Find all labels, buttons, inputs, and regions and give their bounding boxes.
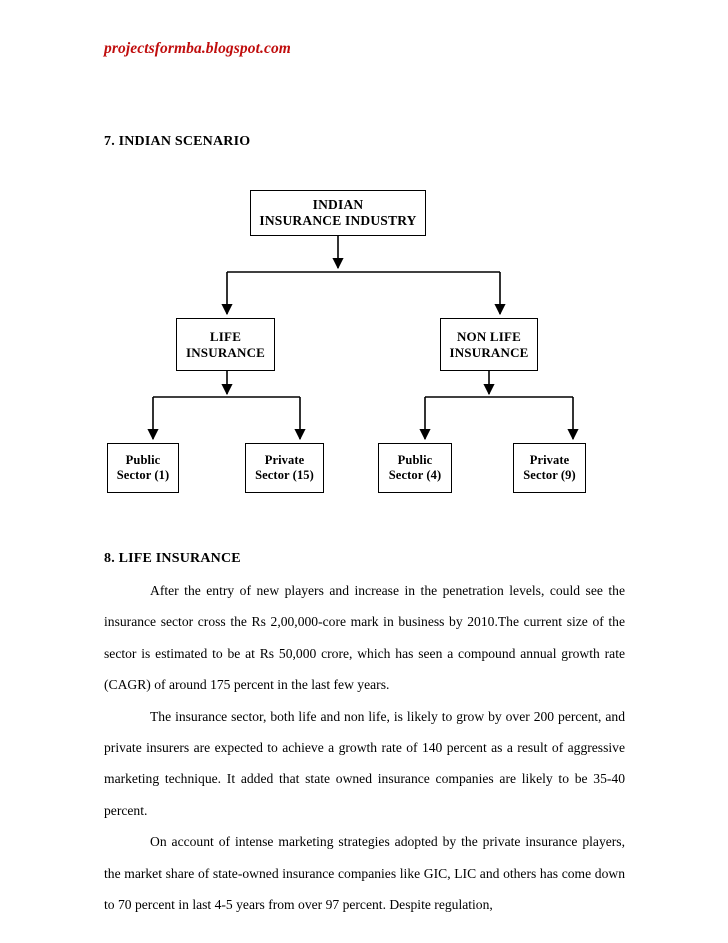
paragraph-3: On account of intense marketing strategi… [104, 834, 625, 913]
node-label-line2: Sector (1) [116, 468, 170, 482]
paragraph-2: The insurance sector, both life and non … [104, 708, 625, 818]
node-label-line2: INSURANCE [185, 344, 266, 360]
node-label-line1: Private [264, 453, 305, 468]
diagram-node-indian-insurance-industry: INDIAN INSURANCE INDUSTRY [250, 190, 426, 236]
node-label-line1: Private [529, 453, 570, 468]
diagram-connectors [147, 236, 579, 441]
diagram-node-life-public-sector: Public Sector (1) [107, 443, 179, 493]
node-label-line1: NON LIFE [456, 329, 522, 345]
node-label-line1: Public [397, 453, 433, 468]
node-label-line1: LIFE [209, 329, 242, 345]
section-heading-life-insurance: 8. LIFE INSURANCE [104, 551, 241, 566]
body-copy: After the entry of new players and incre… [104, 575, 625, 920]
node-label-line2: Sector (9) [523, 468, 576, 482]
node-label-line2: INSURANCE [449, 344, 529, 360]
diagram-node-non-life-insurance: NON LIFE INSURANCE [440, 318, 538, 371]
node-label-line2: INSURANCE INDUSTRY [259, 213, 417, 228]
site-watermark-header: projectsformba.blogspot.com [104, 40, 291, 57]
section-heading-indian-scenario: 7. INDIAN SCENARIO [104, 134, 251, 149]
node-label-line1: Public [125, 453, 161, 468]
paragraph-1: After the entry of new players and incre… [104, 583, 625, 693]
diagram-node-non-life-private-sector: Private Sector (9) [513, 443, 586, 493]
insurance-industry-diagram: INDIAN INSURANCE INDUSTRY LIFE INSURANCE… [107, 190, 586, 493]
diagram-node-non-life-public-sector: Public Sector (4) [378, 443, 452, 493]
diagram-node-life-insurance: LIFE INSURANCE [176, 318, 275, 371]
node-label-line2: Sector (4) [388, 468, 442, 482]
node-label-line2: Sector (15) [255, 468, 314, 482]
diagram-node-life-private-sector: Private Sector (15) [245, 443, 324, 493]
node-label-line1: INDIAN [312, 197, 364, 213]
